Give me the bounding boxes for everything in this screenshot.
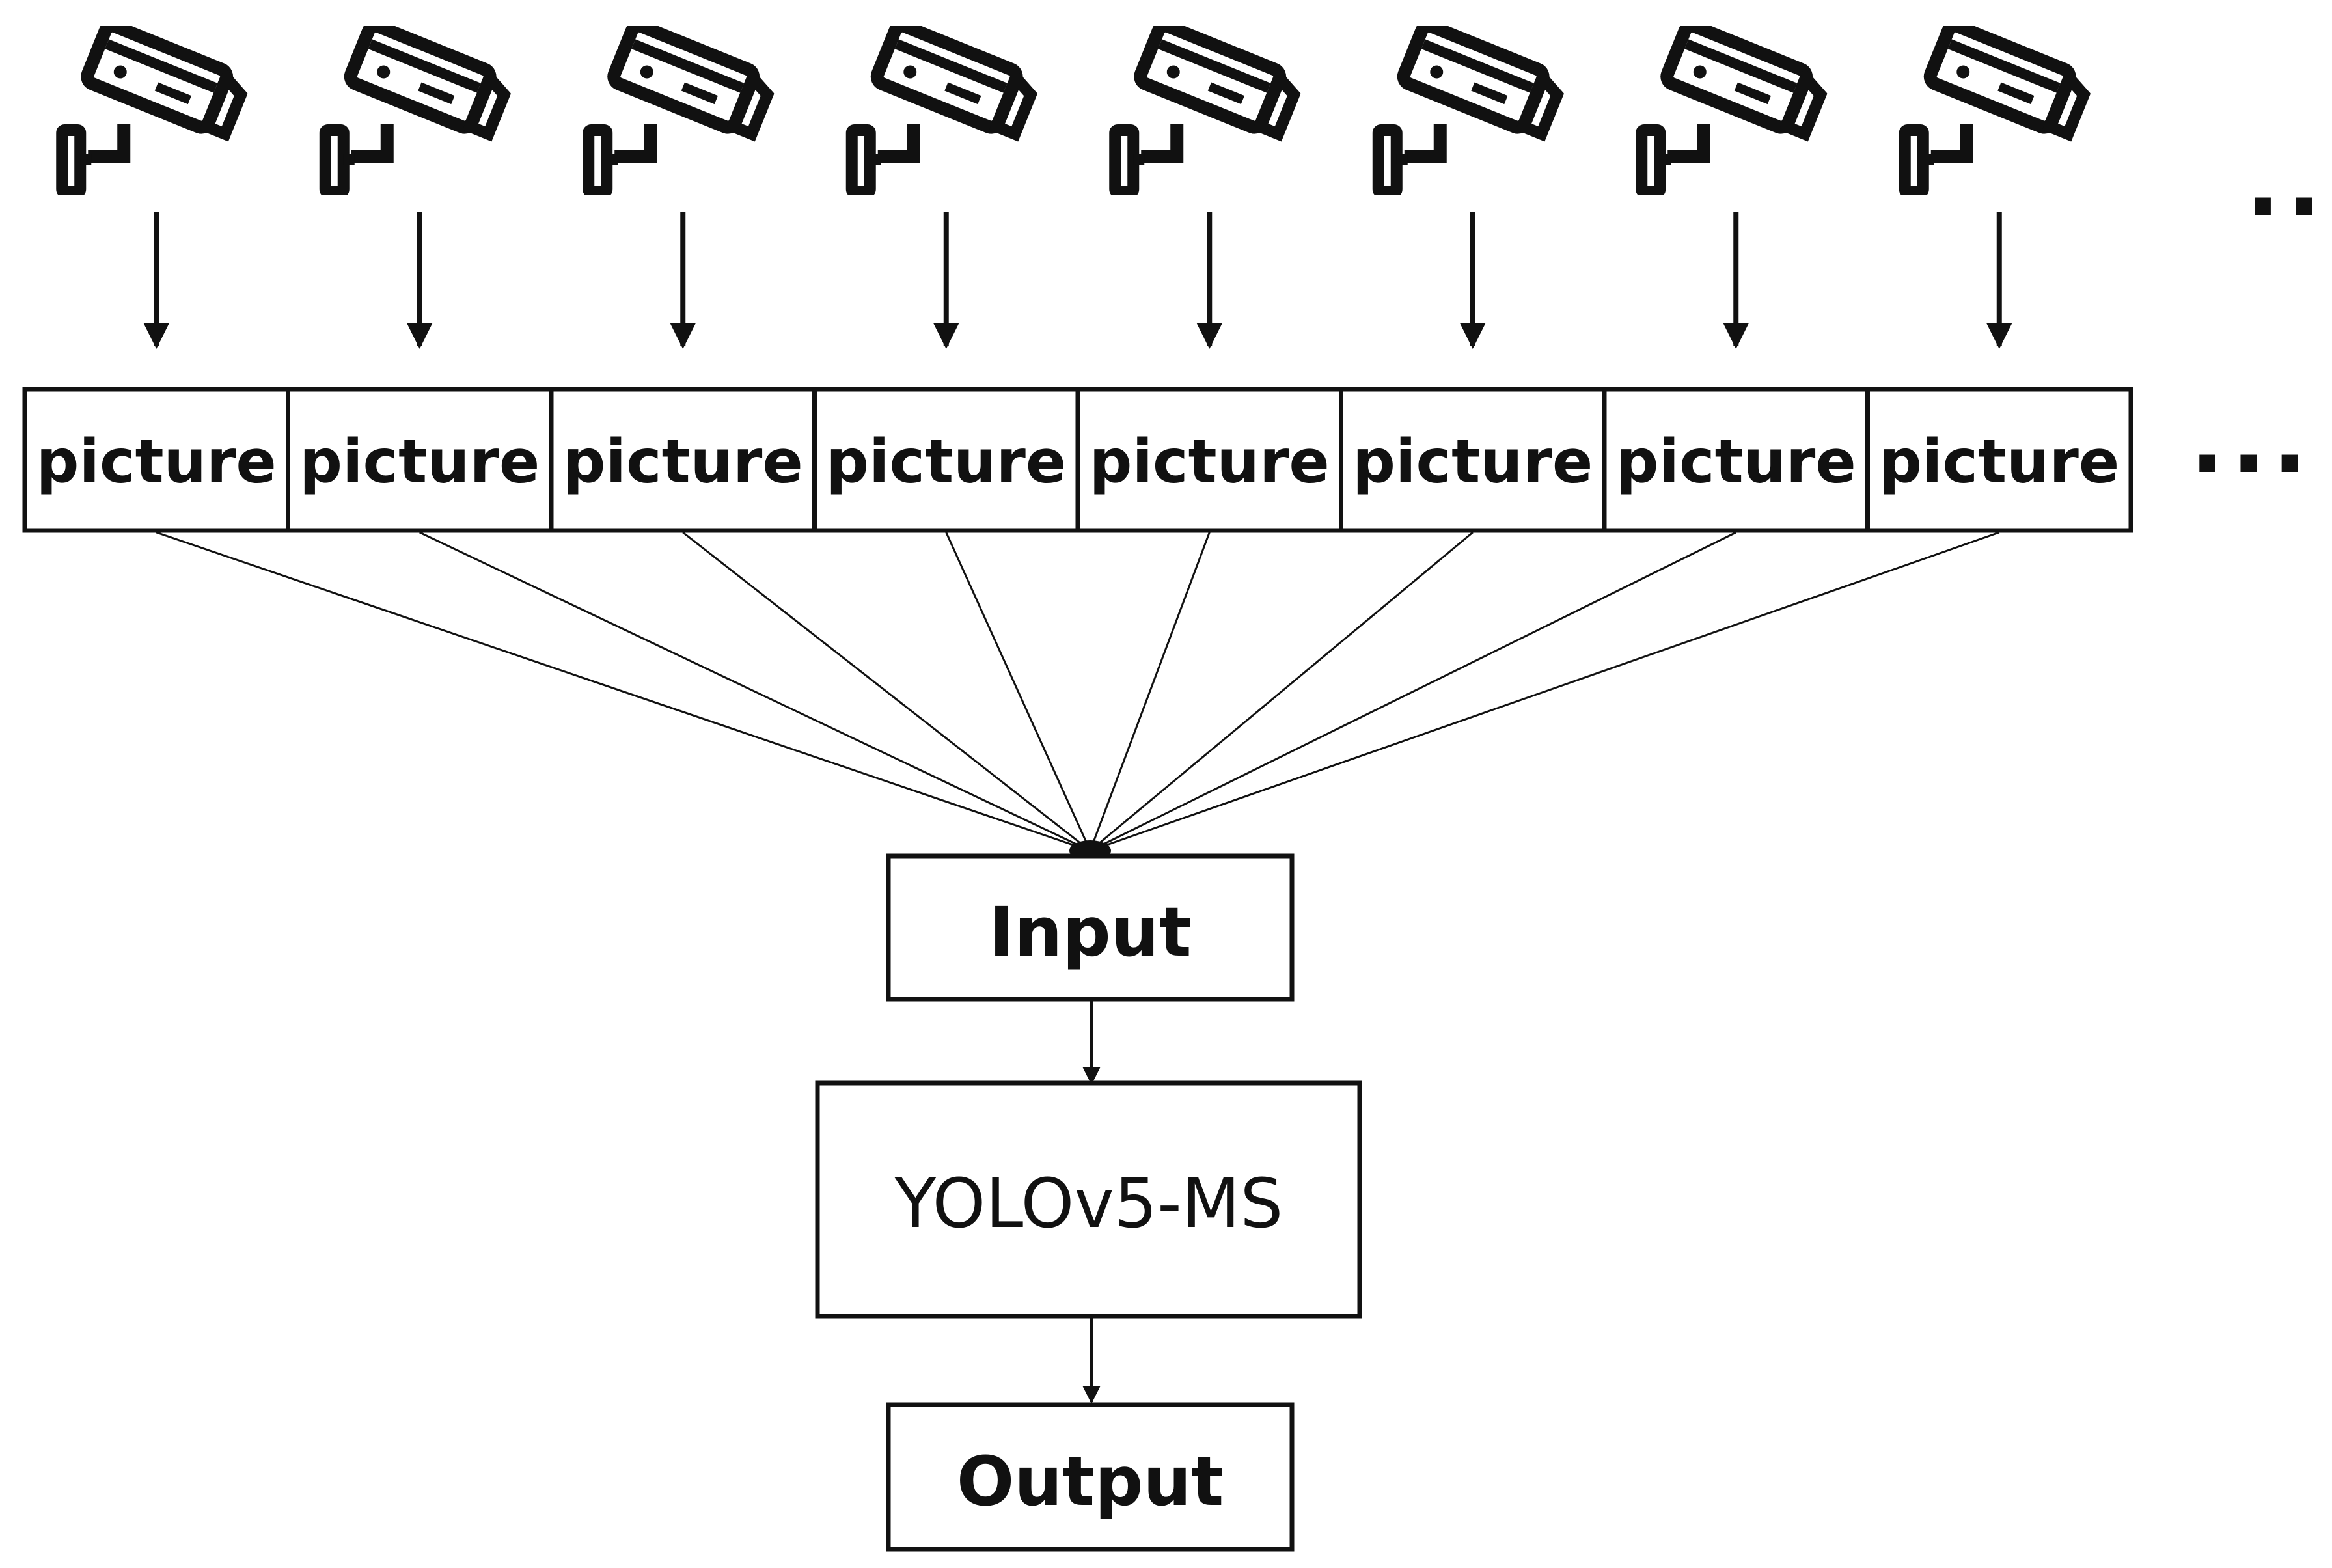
picture-to-input-connector bbox=[945, 532, 1091, 851]
model-box bbox=[815, 1080, 1362, 1319]
picture-to-input-connector bbox=[1089, 532, 1211, 851]
continuation-dots-strip: ... bbox=[2190, 388, 2314, 494]
picture-to-input-connector bbox=[419, 531, 1091, 852]
model-label: YOLOv5-MS bbox=[894, 1164, 1283, 1243]
security-camera-icon bbox=[852, 23, 1037, 192]
output-box bbox=[886, 1402, 1295, 1552]
security-camera-icon bbox=[1641, 23, 1826, 192]
security-camera-icon bbox=[588, 23, 773, 192]
picture-label: picture bbox=[1616, 427, 1856, 497]
picture-to-input-connector bbox=[1090, 531, 1474, 852]
security-camera-icon bbox=[1115, 23, 1300, 192]
picture-label: picture bbox=[1352, 427, 1593, 497]
picture-cell bbox=[286, 387, 554, 533]
picture-cell bbox=[22, 387, 290, 533]
picture-to-input-connector bbox=[1090, 531, 2000, 852]
picture-label: picture bbox=[36, 427, 277, 497]
picture-to-input-connector bbox=[1090, 531, 1736, 852]
picture-to-input-connector bbox=[156, 531, 1091, 852]
picture-cell bbox=[1339, 387, 1607, 533]
fan-in-connectors bbox=[156, 531, 2000, 852]
picture-label: picture bbox=[563, 427, 803, 497]
camera-arrows bbox=[143, 212, 2012, 349]
security-camera-icon bbox=[1905, 23, 2090, 192]
picture-label: picture bbox=[1090, 427, 1330, 497]
input-box bbox=[886, 853, 1295, 1002]
camera-row bbox=[62, 23, 2090, 192]
continuation-dots-top: ... bbox=[2245, 131, 2332, 237]
picture-cell bbox=[1602, 387, 1870, 533]
picture-cell bbox=[1865, 387, 2133, 533]
output-label: Output bbox=[957, 1442, 1224, 1521]
input-label: Input bbox=[989, 892, 1192, 972]
picture-strip: picture picture picture picture picture pictu… bbox=[22, 387, 2133, 533]
picture-to-input-connector bbox=[682, 531, 1091, 852]
security-camera-icon bbox=[325, 23, 510, 192]
security-camera-icon bbox=[1379, 23, 1563, 192]
picture-label: picture bbox=[299, 427, 540, 497]
picture-label: picture bbox=[826, 427, 1066, 497]
picture-label: picture bbox=[1879, 427, 2119, 497]
security-camera-icon bbox=[62, 23, 247, 192]
